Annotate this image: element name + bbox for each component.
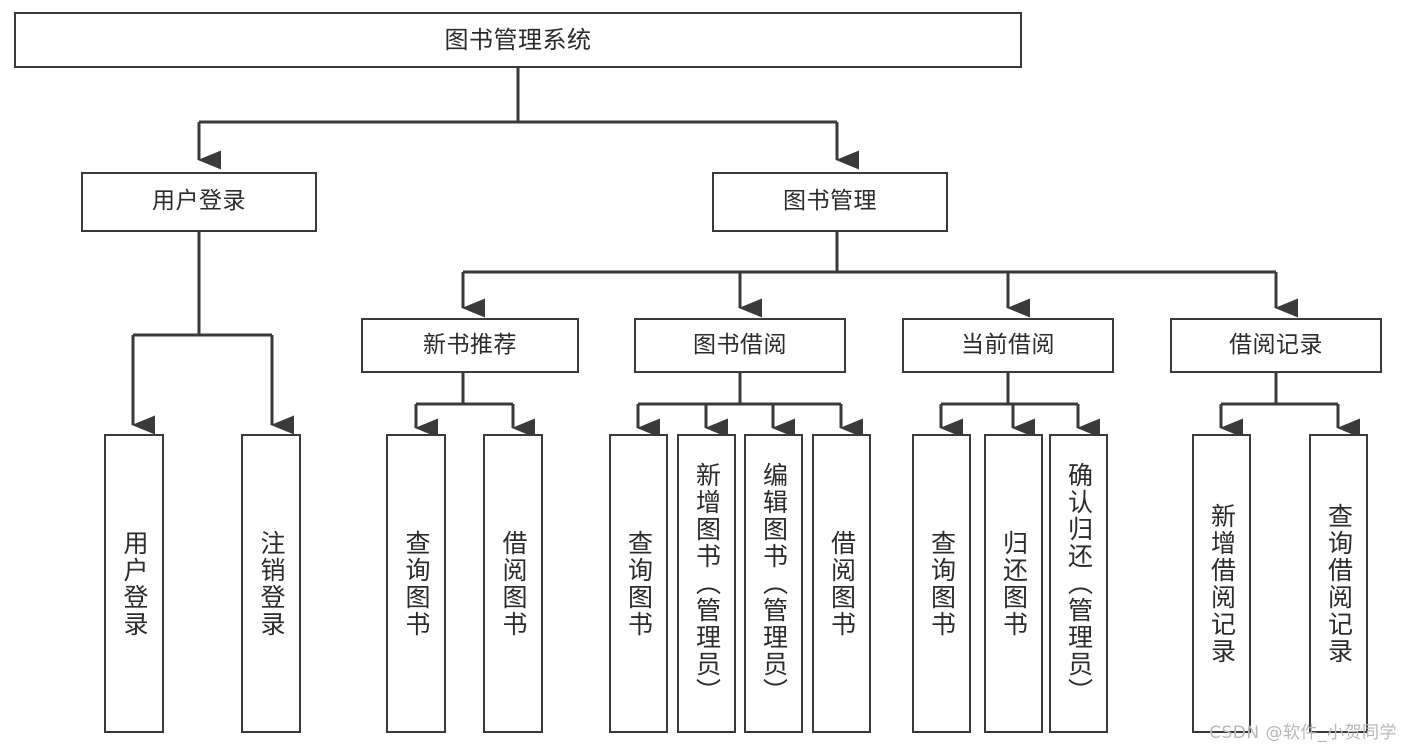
node-user-login-label: 用户登录 (152, 188, 246, 215)
node-leaf-borrow-book-2-label: 借阅图书 (827, 529, 857, 638)
csdn-watermark: CSDN @软件_小贺同学 (1209, 723, 1397, 743)
node-leaf-query-book-2-label: 查询图书 (624, 529, 654, 638)
node-leaf-confirm-return-label: 确认归还（管理员） (1064, 462, 1094, 705)
node-book-manage[interactable]: 图书管理 (712, 172, 948, 232)
node-user-login[interactable]: 用户登录 (81, 172, 317, 232)
node-book-borrow-label: 图书借阅 (693, 331, 787, 358)
node-leaf-borrow-book-2[interactable]: 借阅图书 (812, 434, 871, 733)
node-leaf-confirm-return[interactable]: 确认归还（管理员） (1049, 434, 1108, 733)
node-current-borrow-label: 当前借阅 (961, 331, 1055, 358)
node-borrow-record[interactable]: 借阅记录 (1170, 318, 1382, 373)
node-book-borrow[interactable]: 图书借阅 (634, 318, 846, 373)
node-leaf-query-borrow-record[interactable]: 查询借阅记录 (1309, 434, 1368, 733)
node-new-book-recommend-label: 新书推荐 (423, 331, 517, 358)
node-leaf-user-login-label: 用户登录 (120, 529, 149, 638)
node-leaf-return-book[interactable]: 归还图书 (984, 434, 1043, 733)
node-leaf-query-borrow-record-label: 查询借阅记录 (1324, 502, 1354, 665)
node-leaf-query-book-2[interactable]: 查询图书 (609, 434, 668, 733)
node-leaf-borrow-book-1-label: 借阅图书 (499, 529, 528, 638)
node-leaf-query-book-3[interactable]: 查询图书 (912, 434, 971, 733)
node-leaf-borrow-book-1[interactable]: 借阅图书 (483, 434, 543, 733)
node-leaf-add-borrow-record[interactable]: 新增借阅记录 (1192, 434, 1251, 733)
node-root-system[interactable]: 图书管理系统 (14, 12, 1022, 68)
node-leaf-edit-book-label: 编辑图书（管理员） (759, 462, 789, 705)
node-leaf-edit-book[interactable]: 编辑图书（管理员） (744, 434, 803, 733)
node-current-borrow[interactable]: 当前借阅 (902, 318, 1114, 373)
node-leaf-query-book-1-label: 查询图书 (402, 529, 431, 638)
node-leaf-logout-login[interactable]: 注销登录 (241, 434, 301, 733)
node-book-manage-label: 图书管理 (783, 188, 877, 215)
node-leaf-add-book-label: 新增图书（管理员） (692, 462, 722, 705)
node-leaf-query-book-1[interactable]: 查询图书 (386, 434, 446, 733)
node-leaf-add-borrow-record-label: 新增借阅记录 (1207, 502, 1237, 665)
node-leaf-return-book-label: 归还图书 (999, 529, 1029, 638)
node-root-system-label: 图书管理系统 (444, 25, 592, 54)
node-leaf-add-book[interactable]: 新增图书（管理员） (677, 434, 736, 733)
node-leaf-logout-login-label: 注销登录 (257, 529, 286, 638)
node-leaf-user-login[interactable]: 用户登录 (104, 434, 164, 733)
node-borrow-record-label: 借阅记录 (1229, 331, 1323, 358)
node-new-book-recommend[interactable]: 新书推荐 (361, 318, 579, 373)
node-leaf-query-book-3-label: 查询图书 (927, 529, 957, 638)
